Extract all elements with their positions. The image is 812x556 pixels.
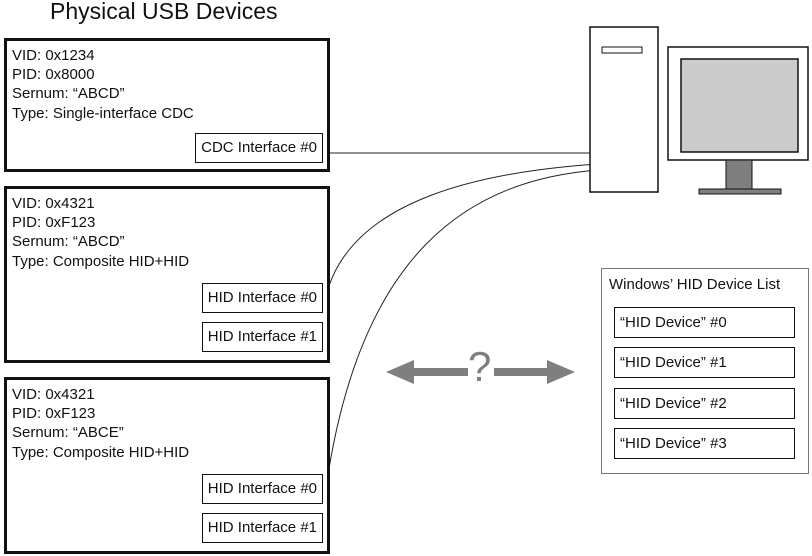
device-interface: HID Interface #1 xyxy=(201,322,323,352)
device-pid: PID: 0xF123 xyxy=(12,405,96,423)
question-mark: ? xyxy=(468,343,492,390)
usb-device-card: VID: 0x4321 PID: 0xF123 Sernum: “ABCD” T… xyxy=(4,186,330,363)
cable-hid-device-2 xyxy=(325,169,599,489)
usb-device-card: VID: 0x4321 PID: 0xF123 Sernum: “ABCE” T… xyxy=(4,377,330,554)
usb-cables xyxy=(325,152,599,489)
device-interface: CDC Interface #0 xyxy=(195,133,323,163)
cable-hid-device-1 xyxy=(325,163,599,297)
computer-tower-icon xyxy=(589,26,659,193)
device-sernum: Sernum: “ABCD” xyxy=(12,233,125,251)
device-pid: PID: 0x8000 xyxy=(12,66,95,84)
hid-list-title: Windows’ HID Device List xyxy=(609,276,781,293)
device-type: Type: Composite HID+HID xyxy=(12,443,190,461)
device-interface: HID Interface #1 xyxy=(201,513,323,543)
hid-list-item: “HID Device” #3 xyxy=(614,428,795,459)
diagram-title: Physical USB Devices xyxy=(50,0,278,24)
hid-list-item: “HID Device” #0 xyxy=(614,307,795,338)
device-interface: HID Interface #0 xyxy=(201,474,323,504)
device-sernum: Sernum: “ABCD” xyxy=(12,85,125,103)
device-vid: VID: 0x1234 xyxy=(12,47,95,64)
device-info: VID: 0x1234 PID: 0x8000 Sernum: “ABCD” T… xyxy=(12,46,194,123)
device-type: Type: Single-interface CDC xyxy=(12,104,194,122)
device-info: VID: 0x4321 PID: 0xF123 Sernum: “ABCE” T… xyxy=(12,385,189,462)
device-vid: VID: 0x4321 xyxy=(12,195,95,212)
device-interface: HID Interface #0 xyxy=(201,283,323,313)
device-type: Type: Composite HID+HID xyxy=(12,252,190,270)
hid-device-list: Windows’ HID Device List “HID Device” #0… xyxy=(601,268,809,474)
device-info: VID: 0x4321 PID: 0xF123 Sernum: “ABCD” T… xyxy=(12,194,189,271)
device-sernum: Sernum: “ABCE” xyxy=(12,424,124,442)
usb-device-card: VID: 0x1234 PID: 0x8000 Sernum: “ABCD” T… xyxy=(4,38,330,172)
monitor-icon xyxy=(667,46,809,195)
hid-list-item: “HID Device” #1 xyxy=(614,347,795,378)
hid-list-item: “HID Device” #2 xyxy=(614,388,795,419)
device-vid: VID: 0x4321 xyxy=(12,386,95,403)
device-pid: PID: 0xF123 xyxy=(12,214,96,232)
double-arrow-icon xyxy=(386,360,575,384)
